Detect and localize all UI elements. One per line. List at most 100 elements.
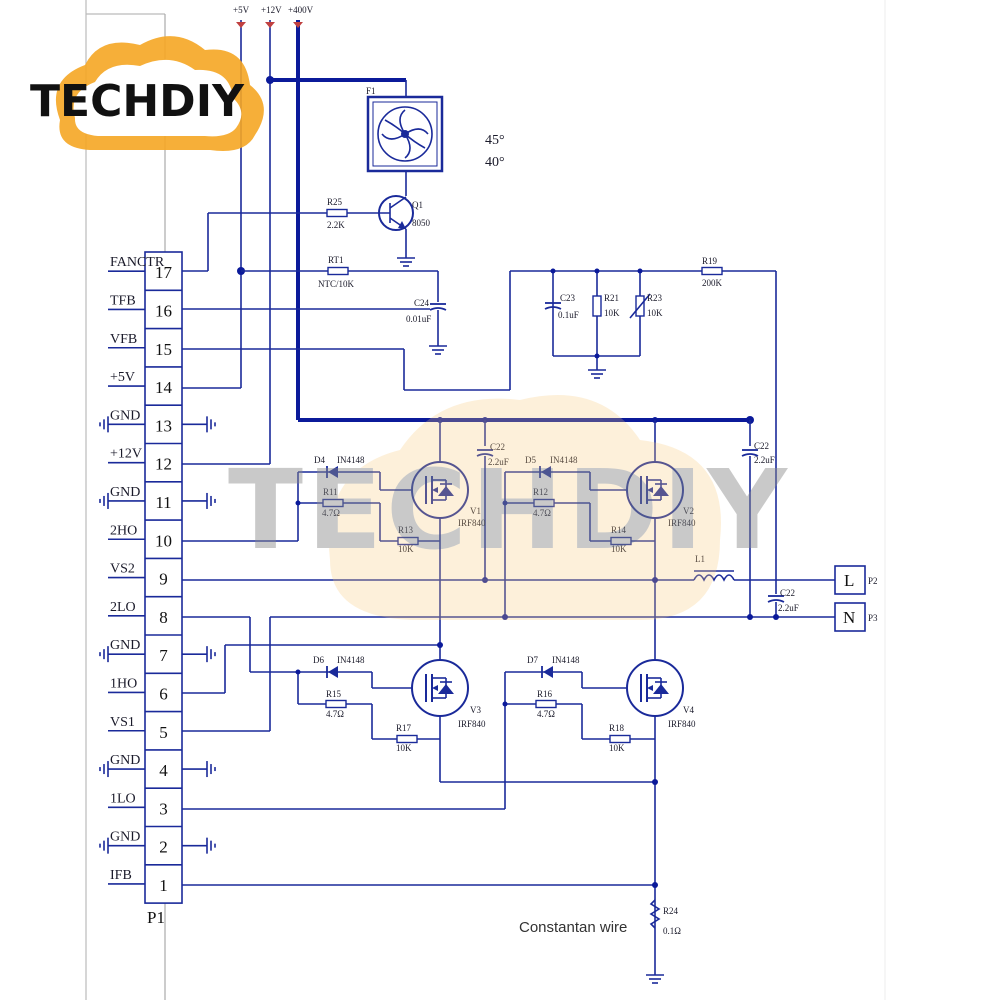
- pin-signal-label: GND: [110, 408, 140, 423]
- r21-ref: R21: [604, 293, 619, 303]
- v4-ref: V4: [683, 705, 694, 715]
- d6-ref: D6: [313, 655, 324, 665]
- pin-signal-label: 2LO: [110, 600, 136, 615]
- q1-ref: Q1: [412, 200, 423, 210]
- d7-value: IN4148: [552, 655, 580, 665]
- terminal-n-label: N: [843, 608, 855, 627]
- pin-number: 4: [159, 761, 168, 780]
- pin-signal-label: GND: [110, 753, 140, 768]
- watermark-text: TECHDIY: [228, 446, 791, 574]
- r15-ref: R15: [326, 689, 342, 699]
- pin-signal-label: 2HO: [110, 523, 137, 538]
- d5-value: IN4148: [550, 455, 578, 465]
- fan-note-1: 45°: [485, 133, 505, 148]
- pin-number: 14: [155, 378, 173, 397]
- r13-ref: R13: [398, 525, 414, 535]
- c24-ref: C24: [414, 298, 430, 308]
- r16-value: 4.7Ω: [537, 709, 555, 719]
- mosfet-v4: [626, 659, 684, 717]
- mosfet-v3: [411, 659, 469, 717]
- d4-value: IN4148: [337, 455, 365, 465]
- r11-ref: R11: [323, 487, 338, 497]
- fan-note-2: 40°: [485, 155, 505, 170]
- techdiy-logo: TECHDIY: [30, 36, 264, 151]
- c22a-ref: C22: [490, 442, 505, 452]
- pin-signal-label: 1LO: [110, 791, 136, 806]
- pin-signal-label: VFB: [110, 332, 137, 347]
- rail-5v-label: +5V: [233, 5, 250, 15]
- terminal-l-label: L: [844, 571, 854, 590]
- r13-value: 10K: [398, 544, 414, 554]
- pin-number: 11: [155, 493, 171, 512]
- c22c-ref: C22: [780, 588, 795, 598]
- v4-value: IRF840: [668, 719, 696, 729]
- r19-value: 200K: [702, 278, 723, 288]
- d5-ref: D5: [525, 455, 536, 465]
- p3-ref: P3: [868, 613, 878, 623]
- pin-number: 2: [159, 838, 168, 857]
- pin-number: 15: [155, 340, 172, 359]
- pin-signal-label: +12V: [110, 447, 142, 462]
- supply-rails: [236, 20, 754, 464]
- c22b-value: 2.2uF: [754, 455, 775, 465]
- c22b-ref: C22: [754, 441, 769, 451]
- d7-ref: D7: [527, 655, 538, 665]
- v2-ref: V2: [683, 506, 694, 516]
- r11-value: 4.7Ω: [322, 508, 340, 518]
- r16-ref: R16: [537, 689, 553, 699]
- r19-ref: R19: [702, 256, 718, 266]
- watermark: TECHDIY: [228, 395, 791, 620]
- p2-ref: P2: [868, 576, 878, 586]
- l1-ref: L1: [695, 554, 705, 564]
- pin-number: 16: [155, 301, 172, 320]
- rt1-value: NTC/10K: [318, 279, 355, 289]
- pin-signal-label: VS2: [110, 562, 135, 577]
- pin-number: 8: [159, 608, 168, 627]
- r23-value: 10K: [647, 308, 663, 318]
- fan-ref: F1: [366, 86, 376, 96]
- pin-number: 5: [159, 723, 168, 742]
- constantan-wire-note: Constantan wire: [519, 919, 627, 936]
- c24-value: 0.01uF: [406, 314, 431, 324]
- pin-signal-label: IFB: [110, 868, 132, 883]
- v2-value: IRF840: [668, 518, 696, 528]
- pin-number: 12: [155, 455, 172, 474]
- q1-value: 8050: [412, 218, 431, 228]
- transistor-q1: [378, 195, 414, 258]
- r25-ref: R25: [327, 197, 343, 207]
- pin-number: 6: [159, 684, 168, 703]
- rail-400v-label: +400V: [288, 5, 314, 15]
- r12-value: 4.7Ω: [533, 508, 551, 518]
- r14-value: 10K: [611, 544, 627, 554]
- connector-body: [144, 251, 183, 904]
- r12-ref: R12: [533, 487, 548, 497]
- r18-ref: R18: [609, 723, 625, 733]
- c23-ref: C23: [560, 293, 576, 303]
- fan-f1: [366, 95, 444, 173]
- pin-signal-label: GND: [110, 485, 140, 500]
- pin-number: 3: [159, 799, 168, 818]
- r18-value: 10K: [609, 743, 625, 753]
- pin-signal-label: VS1: [110, 715, 135, 730]
- r23-ref: R23: [647, 293, 663, 303]
- pin-signal-label: FANCTR: [110, 255, 165, 270]
- v3-ref: V3: [470, 705, 481, 715]
- pin-number: 1: [159, 876, 168, 895]
- r14-ref: R14: [611, 525, 627, 535]
- pin-signal-label: TFB: [110, 293, 136, 308]
- r24-ref: R24: [663, 906, 679, 916]
- c23-value: 0.1uF: [558, 310, 579, 320]
- pin-signal-label: GND: [110, 830, 140, 845]
- connector-ref: P1: [147, 908, 165, 927]
- pin-number: 10: [155, 531, 172, 550]
- connector-p1: 17FANCTR16TFB15VFB14+5V13GND12+12V11GND1…: [99, 251, 216, 927]
- r21-value: 10K: [604, 308, 620, 318]
- rail-12v-label: +12V: [261, 5, 282, 15]
- pin-number: 17: [155, 263, 173, 282]
- pin-signal-label: 1HO: [110, 676, 137, 691]
- pin-signal-label: GND: [110, 638, 140, 653]
- v1-value: IRF840: [458, 518, 486, 528]
- pin-signal-label: +5V: [110, 370, 135, 385]
- c22c-value: 2.2uF: [778, 603, 799, 613]
